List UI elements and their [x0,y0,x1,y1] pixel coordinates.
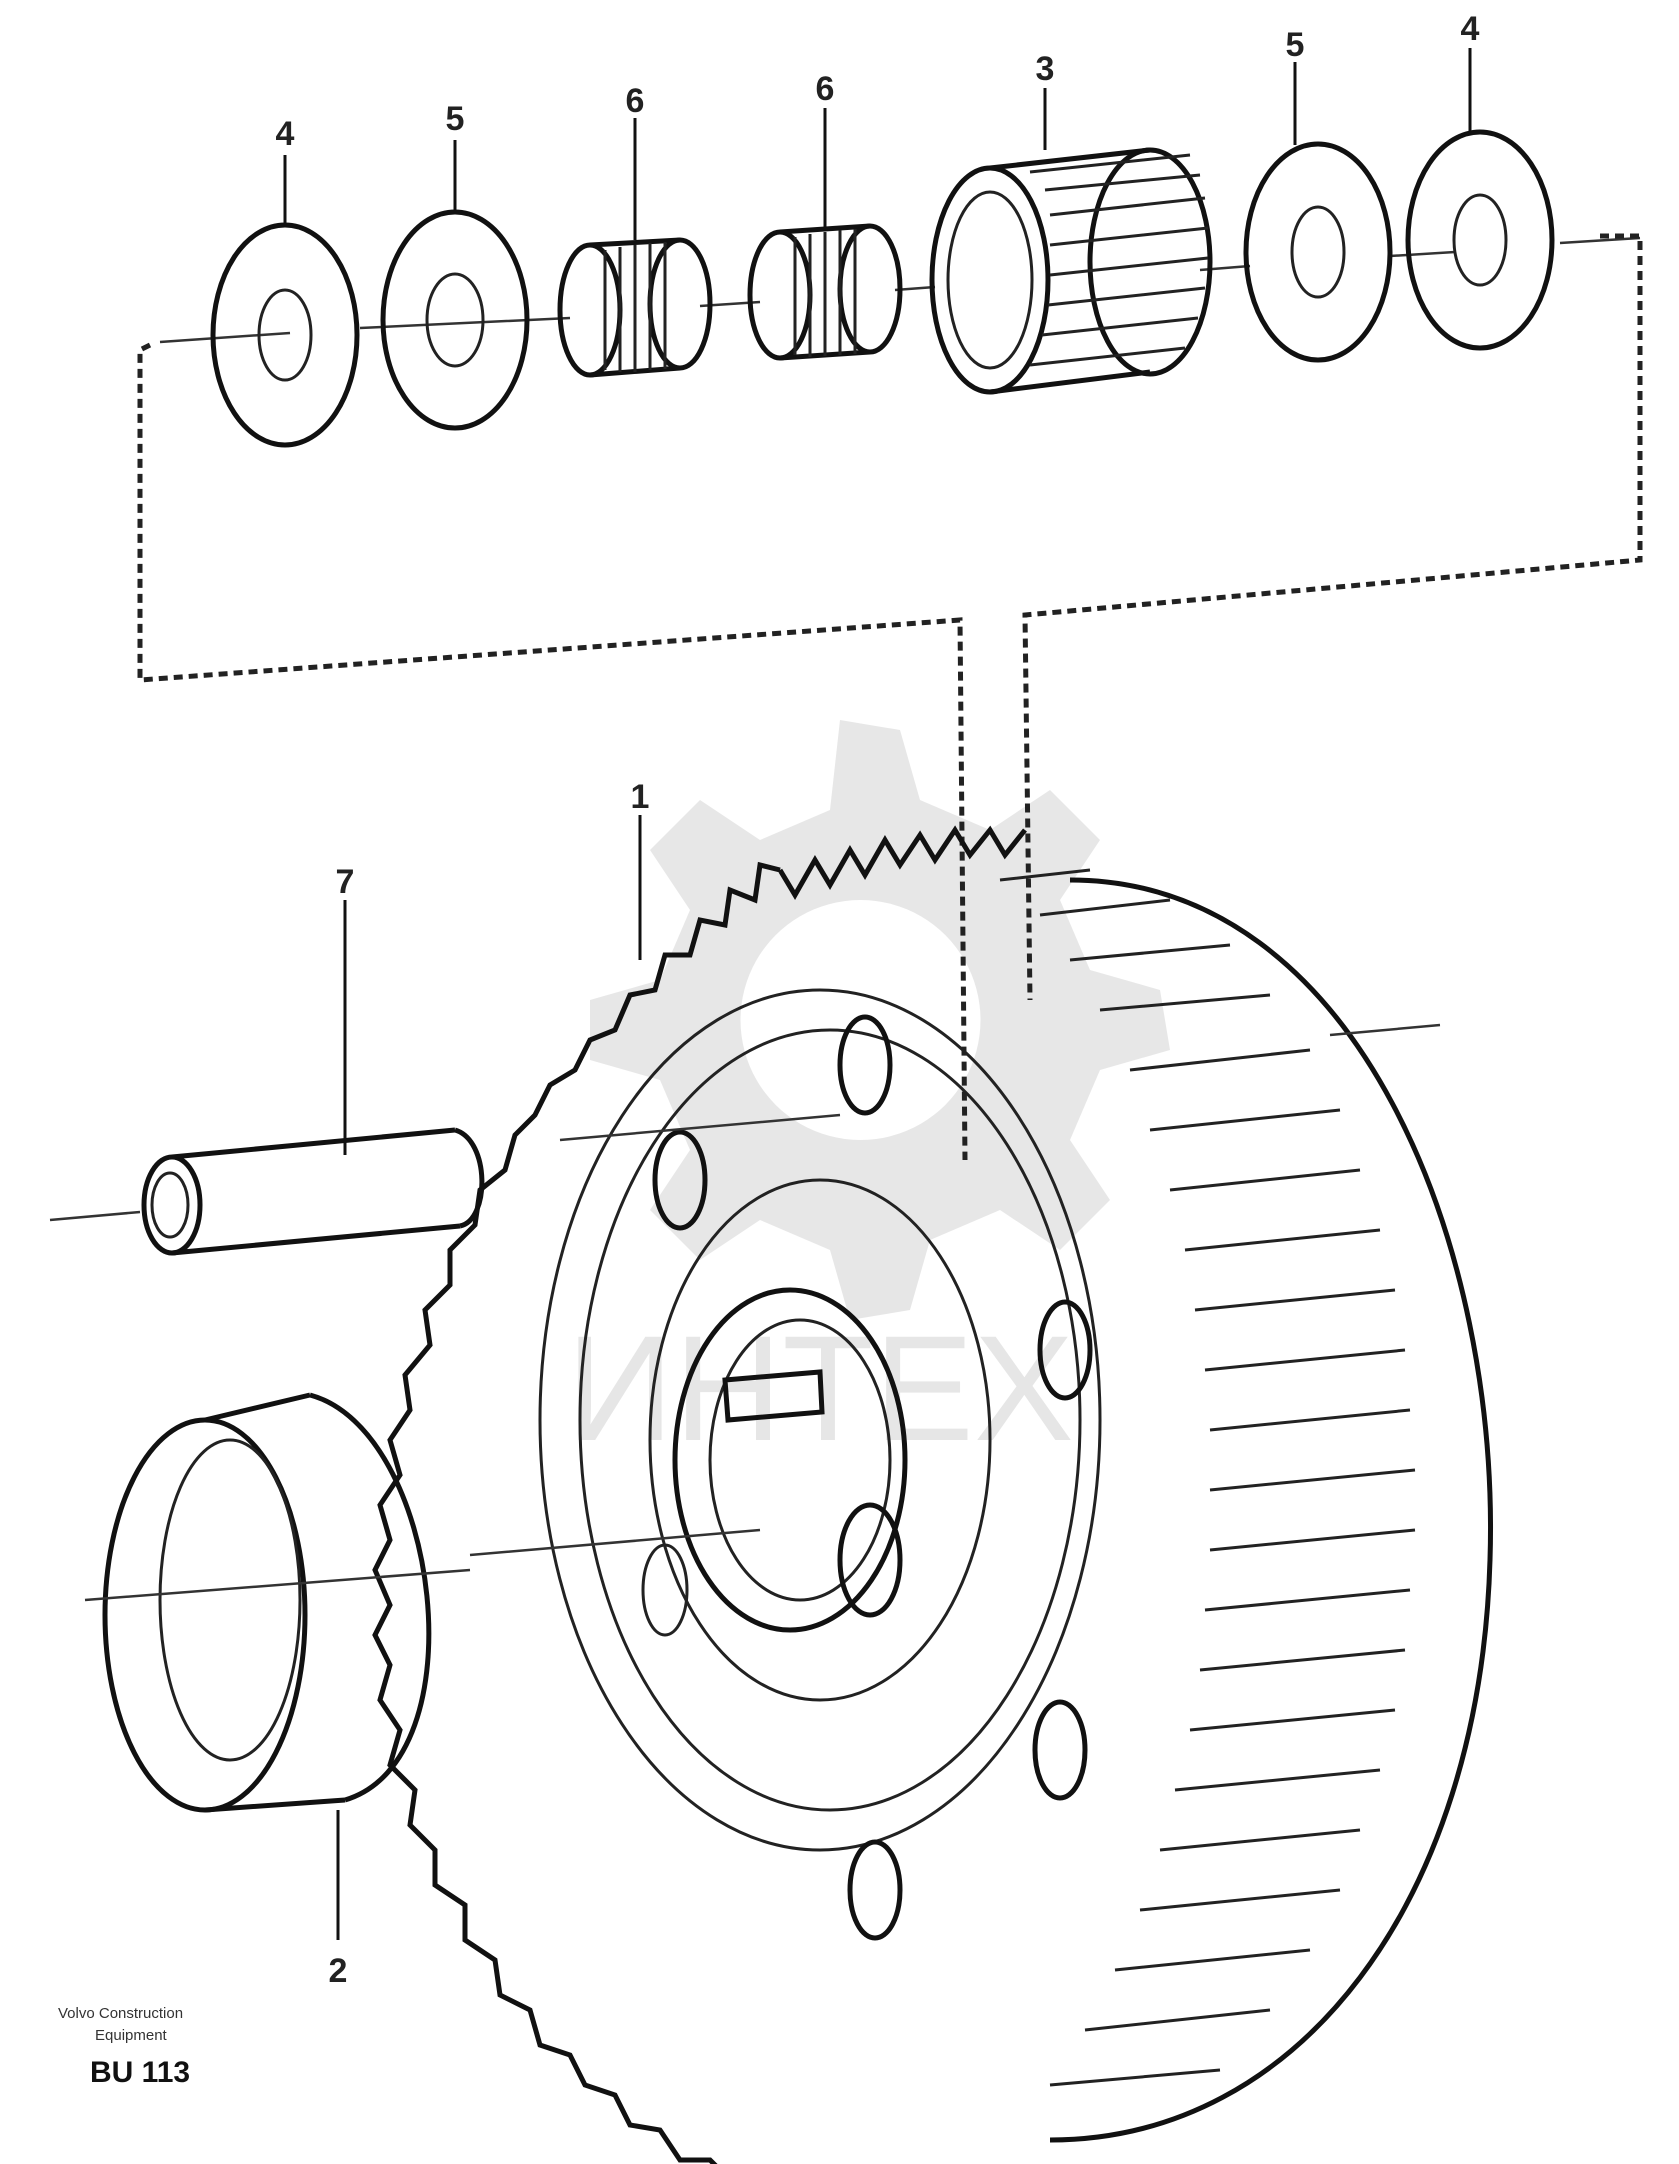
needle-bearing-left [557,237,713,378]
gear-axis-line [469,1023,1441,1557]
thrust-washer-right [1405,129,1555,351]
callout-3: 3 [1036,50,1055,88]
callout-4-left: 4 [276,115,295,153]
idler-pinion-gear [929,147,1213,395]
footer-company-line2: Equipment [95,2027,168,2044]
callout-6-right: 6 [816,70,835,108]
watermark-gear-icon [590,720,1170,1320]
footer-illustration-code: BU 113 [90,2056,190,2089]
assembly-bracket-left [137,342,968,1161]
gear-teeth-rim [372,825,1027,2164]
callout-2: 2 [329,1952,348,1990]
thrust-washer-left [210,222,360,448]
footer-company: Volvo Construction [58,2005,183,2022]
callout-4-right: 4 [1461,10,1480,48]
callout-1: 1 [631,778,650,816]
bearing-ring [84,1392,471,1813]
upper-axis-line [159,236,1641,344]
leader-lines [283,48,1472,1940]
shaft-pin [49,1127,485,1256]
needle-bearing-right [747,223,903,361]
assembly-bracket-right [1022,233,1643,1001]
spacer-washer-right [1243,141,1393,363]
watermark: ИНТЕХ [566,720,1170,1472]
callout-6-left: 6 [626,82,645,120]
callout-7: 7 [336,863,355,901]
callout-5-right: 5 [1286,26,1305,64]
callout-5-left: 5 [446,100,465,138]
main-spur-gear [372,825,1493,2164]
